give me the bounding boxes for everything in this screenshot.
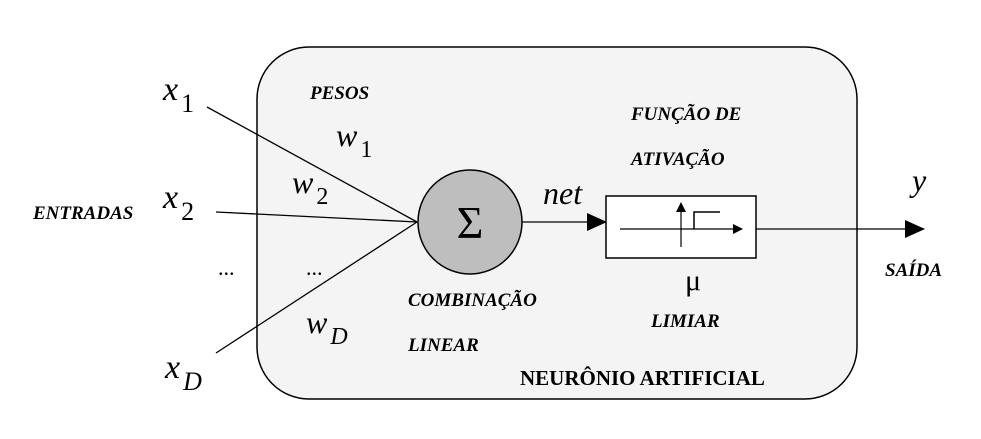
- step-function-curve: [693, 211, 720, 229]
- limiar-label: LIMIAR: [650, 311, 720, 332]
- net-label: net: [543, 175, 583, 211]
- saida-label: SAÍDA: [885, 259, 942, 281]
- input-ellipsis: ...: [218, 255, 235, 280]
- combinacao-label-line1: COMBINAÇÃO: [408, 290, 537, 311]
- input-line-x2: [215, 211, 418, 223]
- entradas-label: ENTRADAS: [32, 203, 133, 224]
- weight-ellipsis: ...: [306, 255, 323, 280]
- mu-label: μ: [685, 264, 701, 297]
- sigma-symbol: Σ: [457, 197, 484, 248]
- funcao-label-line2: ATIVAÇÃO: [630, 149, 725, 170]
- combinacao-label-line2: LINEAR: [407, 335, 479, 356]
- input-line-x1: [206, 106, 418, 223]
- output-y-label: y: [909, 162, 927, 198]
- pesos-label: PESOS: [309, 83, 369, 104]
- neuronio-label: NEURÔNIO ARTIFICIAL: [520, 366, 765, 390]
- neuron-box: [256, 46, 858, 400]
- input-line-xD: [215, 221, 418, 354]
- funcao-label-line1: FUNÇÃO DE: [630, 104, 741, 125]
